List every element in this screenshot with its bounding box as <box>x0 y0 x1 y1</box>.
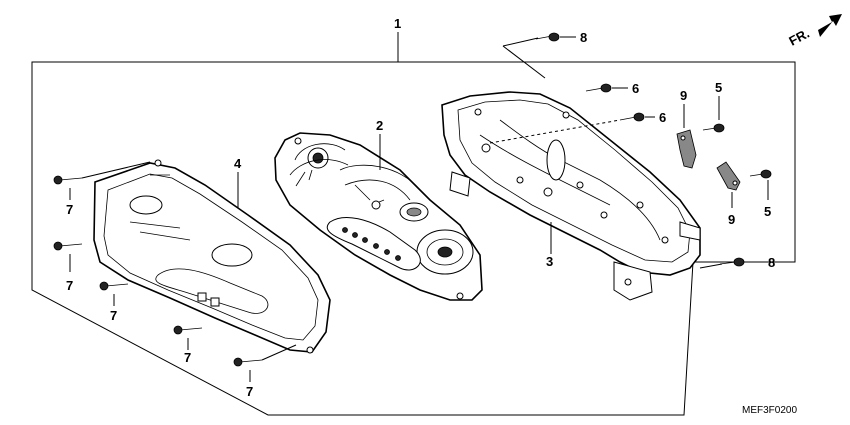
callout-3: 3 <box>546 254 553 269</box>
front-arrow-icon <box>818 14 842 37</box>
callout-8-bottom: 8 <box>768 255 775 270</box>
screw-5-b: 5 <box>749 169 772 219</box>
screw-6-a: 6 <box>585 81 639 96</box>
screw-8-top: 8 <box>502 30 587 79</box>
screw-6-b: 6 <box>489 110 666 144</box>
lens-button-right <box>210 297 220 307</box>
callout-9-a: 9 <box>680 88 687 103</box>
lens-indicator-strip <box>155 268 269 314</box>
screw-7-a: 7 <box>53 161 151 217</box>
screw-7-e: 7 <box>233 344 297 399</box>
assembly-boundary-line <box>31 61 796 416</box>
part-3-meter-case <box>441 91 701 301</box>
callout-5-b: 5 <box>764 204 771 219</box>
screw-7-c: 7 <box>99 281 129 323</box>
front-direction-arrow: FR. <box>786 14 842 49</box>
callout-4: 4 <box>234 156 242 171</box>
case-socket <box>546 139 566 181</box>
diagram-code: MEF3F0200 <box>742 405 797 416</box>
callout-6-b: 6 <box>659 110 666 125</box>
callout-7-e: 7 <box>246 384 253 399</box>
callout-8-top: 8 <box>580 30 587 45</box>
clip-9-b: 9 <box>716 161 741 227</box>
front-direction-label: FR. <box>786 26 812 49</box>
callout-6-a: 6 <box>632 81 639 96</box>
callout-7-b: 7 <box>66 278 73 293</box>
lens-center-window <box>211 243 253 267</box>
callout-1: 1 <box>394 16 401 31</box>
case-connector <box>679 221 701 241</box>
callout-7-c: 7 <box>110 308 117 323</box>
callout-7-a: 7 <box>66 202 73 217</box>
callout-2: 2 <box>376 118 383 133</box>
lens-left-window <box>129 195 163 215</box>
callout-9-b: 9 <box>728 212 735 227</box>
screw-7-b: 7 <box>53 241 83 293</box>
part-4-meter-lens-cover <box>93 159 331 354</box>
screw-7-d: 7 <box>173 325 203 365</box>
screw-8-bottom: 8 <box>699 255 775 270</box>
callout-5-a: 5 <box>715 80 722 95</box>
screw-5-a: 5 <box>702 80 725 133</box>
callout-7-d: 7 <box>184 350 191 365</box>
case-bracket-bottom <box>613 261 653 301</box>
clip-9-a: 9 <box>676 88 697 169</box>
lens-button-left <box>197 292 207 302</box>
case-bracket-left <box>449 171 471 197</box>
